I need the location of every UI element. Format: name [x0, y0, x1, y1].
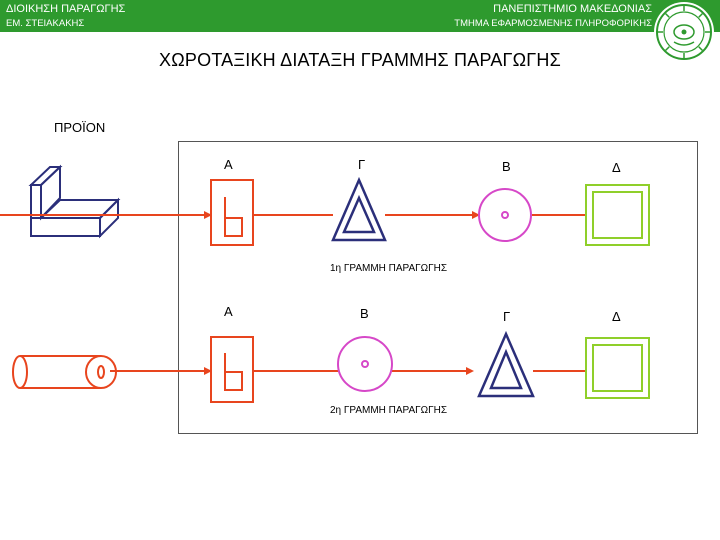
product-l-bracket-icon [28, 164, 121, 239]
line2-caption: 2η ΓΡΑΜΜΗ ΠΑΡΑΓΩΓΗΣ [330, 405, 448, 416]
line2-station-label-1: Α [224, 304, 233, 319]
line1-machine-b-icon [478, 188, 532, 242]
diagram-frame [178, 141, 698, 434]
line2-machine-d-icon [585, 337, 650, 399]
line2-machine-g-icon [477, 330, 535, 398]
author-name: ΕΜ. ΣΤΕΙΑΚΑΚΗΣ [6, 18, 85, 29]
line2-station-label-2: Β [360, 306, 369, 321]
line2-station-label-4: Δ [612, 309, 621, 324]
university-name: ΠΑΝΕΠΙΣΤΗΜΙΟ ΜΑΚΕΔΟΝΙΑΣ [493, 3, 652, 15]
department-name: ΤΜΗΜΑ ΕΦΑΡΜΟΣΜΕΝΗΣ ΠΛΗΡΟΦΟΡΙΚΗΣ [454, 18, 652, 29]
line1-station-label-4: Δ [612, 160, 621, 175]
line1-station-label-1: Α [224, 157, 233, 172]
line1-station-label-2: Γ [358, 157, 366, 172]
line2-station-label-3: Γ [503, 309, 511, 324]
line2-flow [110, 367, 586, 375]
line2-machine-b-icon [337, 336, 393, 392]
university-seal-icon [654, 2, 714, 62]
header-bar: ΔΙΟΙΚΗΣΗ ΠΑΡΑΓΩΓΗΣ ΕΜ. ΣΤΕΙΑΚΑΚΗΣ ΠΑΝΕΠΙ… [0, 0, 720, 32]
line1-station-label-3: Β [502, 159, 511, 174]
line1-machine-a-icon [210, 179, 254, 246]
course-title: ΔΙΟΙΚΗΣΗ ΠΑΡΑΓΩΓΗΣ [6, 3, 126, 15]
line1-flow [0, 211, 586, 219]
product-label: ΠΡΟΪΟΝ [54, 120, 106, 135]
line1-machine-d-icon [585, 184, 650, 246]
slide-title: ΧΩΡΟΤΑΞΙΚΗ ΔΙΑΤΑΞΗ ΓΡΑΜΜΗΣ ΠΑΡΑΓΩΓΗΣ [159, 50, 561, 70]
product-cylinder-icon [12, 355, 117, 389]
line1-machine-g-icon [331, 176, 387, 242]
line1-caption: 1η ΓΡΑΜΜΗ ΠΑΡΑΓΩΓΗΣ [330, 263, 448, 274]
line2-machine-a-icon [210, 336, 254, 403]
